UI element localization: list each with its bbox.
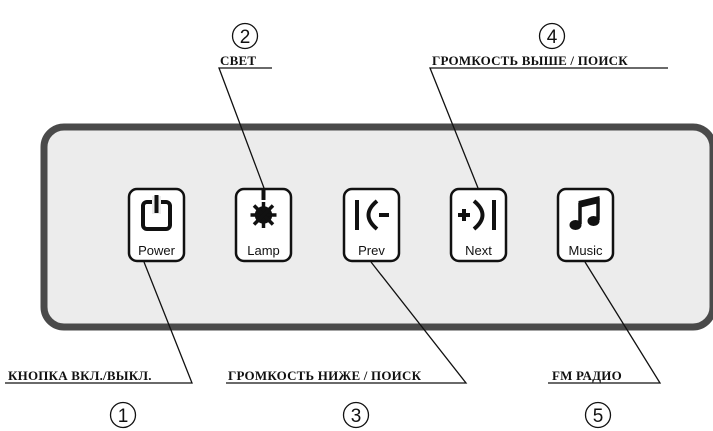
callout-number-5: 5 (584, 401, 612, 429)
music-button[interactable]: Music (556, 187, 615, 263)
next-button[interactable]: Next (449, 187, 508, 263)
power-icon (141, 195, 172, 231)
leader-line-4 (429, 67, 668, 189)
leader-line-2 (218, 67, 272, 189)
leader-line-5 (548, 261, 662, 384)
callout-text-3: ГРОМКОСТЬ НИЖЕ / ПОИСК (228, 368, 422, 383)
svg-text:1: 1 (118, 406, 129, 427)
prev-volume-down-icon (355, 199, 389, 231)
next-button-label: Next (465, 243, 492, 258)
callout-number-3: 3 (342, 401, 370, 429)
lamp-button[interactable]: Lamp (234, 187, 293, 263)
power-button-label: Power (138, 243, 176, 258)
callout-number-1: 1 (109, 401, 137, 429)
lamp-button-label: Lamp (247, 243, 280, 258)
prev-button[interactable]: Prev (342, 187, 401, 263)
callout-number-2: 2 (231, 22, 259, 50)
music-button-label: Music (569, 243, 603, 258)
callout-text-4: ГРОМКОСТЬ ВЫШЕ / ПОИСК (432, 53, 628, 68)
next-volume-up-icon (458, 199, 496, 231)
svg-text:4: 4 (547, 27, 558, 48)
lamp-icon (250, 189, 277, 228)
leader-line-1 (5, 261, 193, 384)
callout-text-1: КНОПКА ВКЛ./ВЫКЛ. (8, 368, 152, 383)
leader-line-3 (226, 261, 468, 384)
power-button[interactable]: Power (127, 187, 186, 263)
prev-button-label: Prev (358, 243, 385, 258)
svg-text:5: 5 (593, 406, 604, 427)
callout-number-4: 4 (538, 22, 566, 50)
svg-text:3: 3 (351, 406, 362, 427)
music-note-icon (569, 196, 600, 230)
callout-text-5: FM РАДИО (552, 368, 622, 383)
svg-text:2: 2 (240, 27, 251, 48)
leader-lines (5, 67, 668, 384)
callout-text-2: СВЕТ (220, 53, 256, 68)
